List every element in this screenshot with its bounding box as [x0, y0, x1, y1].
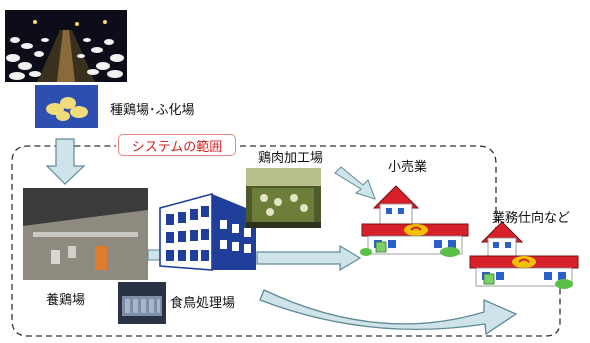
factory-building — [159, 192, 256, 271]
breeding-hatchery-label: 種鶏場･ふ化場 — [110, 103, 195, 118]
retail-store-icon — [360, 185, 469, 257]
broiler-farm-label: 養鶏場 — [46, 293, 86, 308]
processing-plant-label: 鶏肉加工場 — [258, 151, 324, 166]
business-use-label: 業務仕向など — [492, 211, 571, 226]
curved-arrow-to-business-use — [259, 289, 518, 336]
processing-plant-photo — [246, 168, 321, 228]
arrow-factory-to-retail — [256, 245, 362, 271]
down-arrow — [46, 138, 86, 185]
system-scope-badge: システムの範囲 — [118, 134, 236, 156]
slaughterhouse-label: 食鳥処理場 — [170, 296, 236, 311]
arrow-plant-to-retail — [334, 166, 376, 200]
business-use-store-icon — [469, 221, 579, 289]
chicks-photo — [35, 85, 98, 128]
chicken-house-photo — [5, 10, 127, 82]
broiler-farm-photo — [23, 188, 148, 280]
slaughterhouse-photo — [118, 282, 166, 324]
retail-label: 小売業 — [388, 160, 428, 175]
